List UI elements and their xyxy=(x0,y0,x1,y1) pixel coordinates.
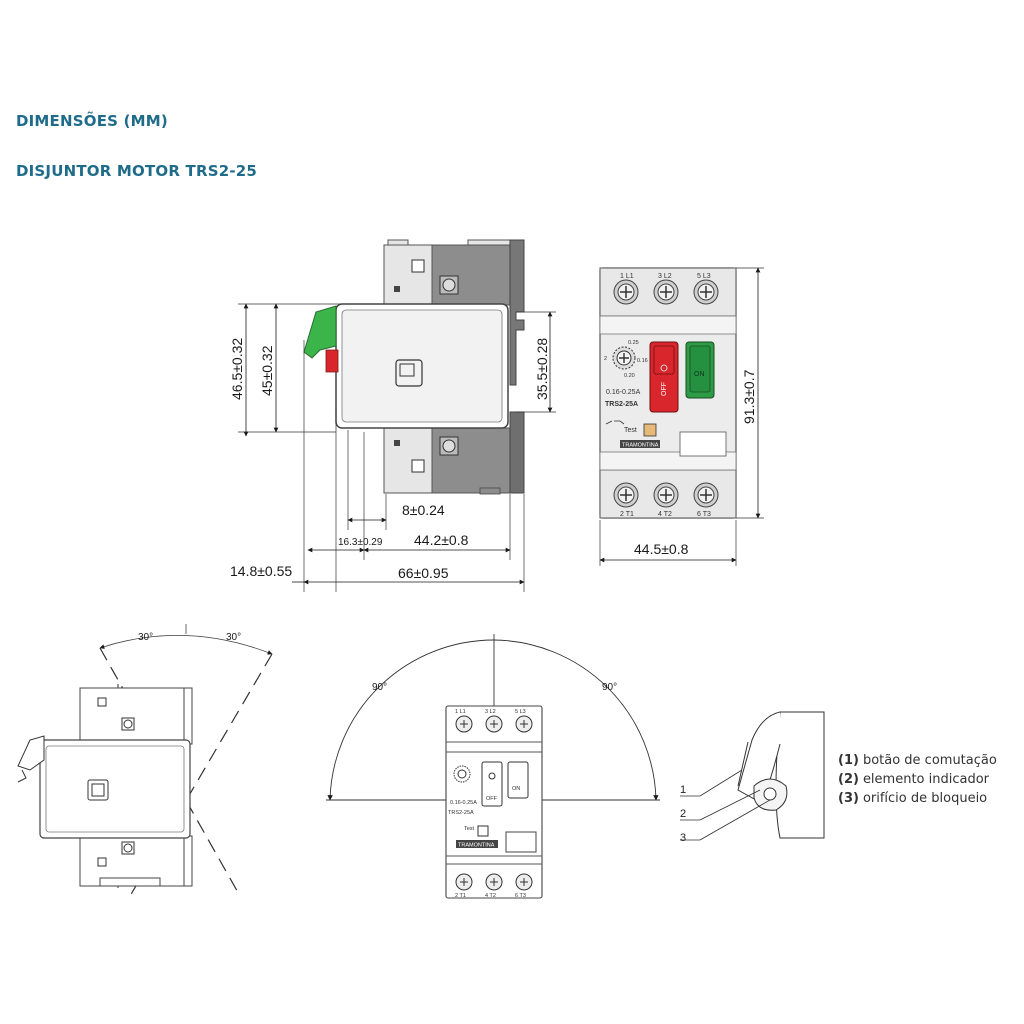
terminal-label-t1: 2 T1 xyxy=(620,511,634,518)
label-window xyxy=(679,431,727,457)
product-title: DISJUNTOR MOTOR TRS2-25 xyxy=(16,162,258,180)
rotation-off-label: OFF xyxy=(486,796,498,802)
dim-8: 8±0.24 xyxy=(402,502,445,518)
on-label: ON xyxy=(694,371,705,378)
tilt-angle-left: 30° xyxy=(138,632,153,643)
rotation-test-label: Test xyxy=(464,826,475,832)
terminal-label-l3: 5 L3 xyxy=(697,273,711,280)
rotation-terminals xyxy=(455,715,533,891)
dial-label-bottom: 0.20 xyxy=(624,373,635,379)
dim-44-2: 44.2±0.8 xyxy=(414,532,469,548)
dim-44-5: 44.5±0.8 xyxy=(634,541,689,557)
dial-label-left: 2 xyxy=(604,356,607,362)
terminal-screws-top xyxy=(613,279,719,305)
off-label: OFF xyxy=(661,382,668,396)
terminal-label-l2: 3 L2 xyxy=(658,273,672,280)
rotation-terminal-l2: 3 L2 xyxy=(485,709,496,715)
detail-view: 1 2 3 xyxy=(680,711,825,844)
rotation-terminal-t3: 6 T3 xyxy=(515,893,526,899)
rotation-brand: TRAMONTINA xyxy=(458,843,495,849)
dim-46-5: 46.5±0.32 xyxy=(229,338,245,400)
rotation-terminal-t1: 2 T1 xyxy=(455,893,466,899)
rotation-terminal-l1: 1 L1 xyxy=(455,709,466,715)
brand-label: TRAMONTINA xyxy=(622,443,659,449)
tilt-view: 30° 30° xyxy=(17,624,273,897)
terminal-label-t2: 4 T2 xyxy=(658,511,672,518)
test-button xyxy=(643,423,657,437)
dial-label-top: 0.25 xyxy=(628,340,639,346)
front-view: 1 L1 3 L2 5 L3 2 T1 4 T2 6 T3 0.25 2 0.1… xyxy=(599,267,764,566)
rotation-model: TRS2-25A xyxy=(448,810,474,816)
legend: (1)botão de comutação (2)elemento indica… xyxy=(838,753,997,806)
dim-66: 66±0.95 xyxy=(398,565,449,581)
rotation-range: 0.16-0.25A xyxy=(450,800,477,806)
terminal-label-l1: 1 L1 xyxy=(620,273,634,280)
dim-91-3: 91.3±0.7 xyxy=(741,369,757,424)
off-button xyxy=(649,341,679,413)
dim-35-5: 35.5±0.28 xyxy=(534,338,550,400)
tilt-angle-right: 30° xyxy=(226,632,241,643)
legend-item-2: (2)elemento indicador xyxy=(838,772,990,787)
rotation-angle-right: 90° xyxy=(602,682,617,693)
legend-item-1: (1)botão de comutação xyxy=(838,753,997,768)
rotation-terminal-t2: 4 T2 xyxy=(485,893,496,899)
dim-16-3: 16.3±0.29 xyxy=(338,537,383,548)
current-range: 0.16-0.25A xyxy=(606,389,641,396)
rotation-terminal-l3: 5 L3 xyxy=(515,709,526,715)
on-button xyxy=(685,341,715,399)
dial-label-right: 0.16 xyxy=(637,358,648,364)
section-title-dimensions: DIMENSÕES (MM) xyxy=(16,112,168,130)
brand-plate xyxy=(620,440,660,448)
rotation-angle-left: 90° xyxy=(372,682,387,693)
test-label: Test xyxy=(624,427,637,434)
callout-3: 3 xyxy=(680,832,686,844)
terminal-label-t3: 6 T3 xyxy=(697,511,711,518)
dim-14-8: 14.8±0.55 xyxy=(230,563,292,579)
side-view: 46.5±0.32 45±0.32 35.5±0.28 8±0.24 16.3±… xyxy=(229,239,556,592)
legend-item-3: (3)orifício de bloqueio xyxy=(838,791,987,806)
rotation-on-label: ON xyxy=(512,786,520,792)
current-dial xyxy=(612,346,636,370)
rotation-view: 90° 90° 1 L1 3 L2 5 L3 2 T1 4 T2 6 T3 OF… xyxy=(326,634,660,899)
terminal-screws-bottom xyxy=(613,482,719,508)
callout-2: 2 xyxy=(680,808,686,820)
model-label: TRS2-25A xyxy=(605,401,638,408)
dim-45: 45±0.32 xyxy=(259,345,275,396)
callout-1: 1 xyxy=(680,784,686,796)
